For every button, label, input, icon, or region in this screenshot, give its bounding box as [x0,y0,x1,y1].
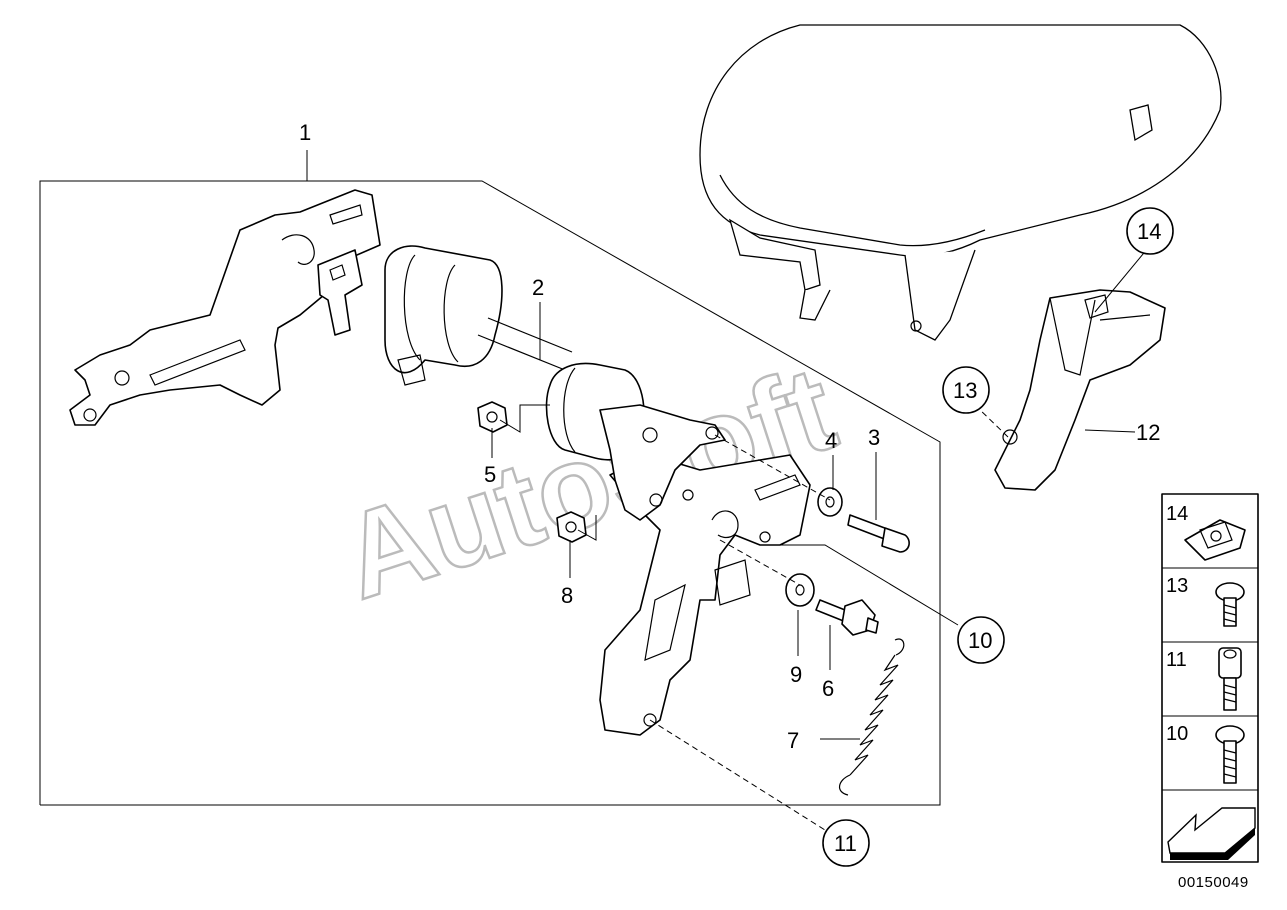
lower-mount-bracket [599,454,811,736]
callout-7: 7 [787,728,799,753]
callout-8: 8 [561,583,573,608]
callout-3: 3 [868,425,880,450]
circled-callout-11: 11 [822,819,870,867]
callout-12: 12 [1136,420,1160,445]
callout-4: 4 [825,428,837,453]
trim-cover-12 [994,289,1166,491]
washer-9 [785,573,815,607]
circled-callout-14: 14 [1126,207,1174,255]
legend-label-13: 13 [1166,575,1188,597]
spring-7 [839,638,905,796]
nut-5 [477,401,508,433]
adjustment-unit [384,245,726,521]
bolt-6 [815,599,879,636]
callout-5: 5 [484,462,496,487]
torx-screw-long-icon [1215,725,1245,784]
clip-nut-icon [1184,519,1246,561]
left-mount-bracket [69,189,381,426]
legend-label-10: 10 [1166,723,1188,745]
screw-3 [847,514,910,553]
circled-callout-10: 10 [957,616,1005,664]
legend-label-14: 14 [1166,503,1188,525]
diagram-code: 00150049 [1178,874,1249,891]
legend-panel: 14 13 11 10 [1161,493,1259,863]
callout-1: 1 [299,120,311,145]
svg-text:10: 10 [968,628,992,653]
direction-arrow-icon [1167,807,1256,860]
washer-4 [817,487,843,517]
leader-lines [491,247,1149,831]
socket-head-screw-icon [1218,647,1242,711]
seat-outline [699,24,1222,341]
nut-8 [556,511,587,543]
svg-text:11: 11 [834,831,857,856]
circled-callout-13: 13 [942,366,990,414]
callout-2: 2 [532,275,544,300]
svg-text:14: 14 [1137,219,1161,244]
callout-9: 9 [790,662,802,687]
callout-6: 6 [822,676,834,701]
torx-screw-short-icon [1215,582,1245,627]
callout-labels: 1 2 3 4 5 6 7 8 9 12 [299,120,1160,753]
legend-label-11: 11 [1166,649,1187,671]
group-1-frame [39,180,941,806]
svg-text:13: 13 [953,378,977,403]
